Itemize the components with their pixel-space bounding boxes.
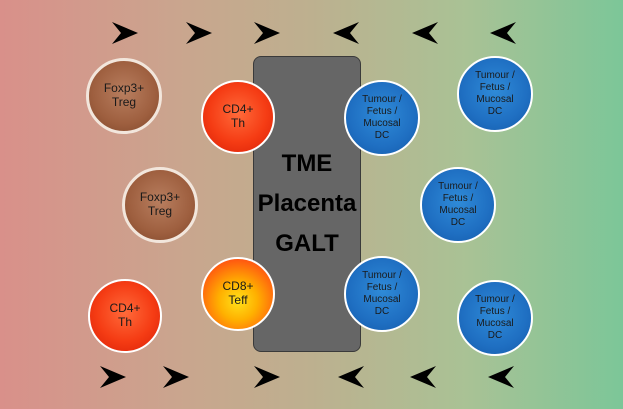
cell-label-line: Foxp3+ bbox=[139, 190, 181, 205]
cell-label-line: DC bbox=[450, 217, 466, 228]
arrow-left-icon bbox=[338, 366, 364, 388]
cell-label-line: Treg bbox=[111, 95, 137, 109]
cell-label-line: DC bbox=[487, 106, 503, 117]
cell-label-line: DC bbox=[374, 306, 390, 317]
dc-cell: Tumour / Fetus / Mucosal DC bbox=[457, 56, 533, 132]
dc-cell: Tumour / Fetus / Mucosal DC bbox=[344, 256, 420, 332]
th-cell: CD4+ Th bbox=[88, 279, 162, 353]
cell-label-line: Mucosal bbox=[363, 294, 401, 305]
cell-label-line: CD8+ bbox=[222, 279, 254, 294]
arrow-left-icon bbox=[488, 366, 514, 388]
cell-label-line: Foxp3+ bbox=[103, 81, 145, 96]
cell-label-line: Th bbox=[117, 315, 132, 329]
cell-label-line: Tumour / bbox=[475, 294, 515, 305]
treg-cell: Foxp3+ Treg bbox=[86, 58, 162, 134]
arrow-right-icon bbox=[112, 22, 138, 44]
cell-label-line: Fetus / bbox=[442, 193, 474, 204]
cell-label-line: DC bbox=[487, 330, 503, 341]
arrow-left-icon bbox=[412, 22, 438, 44]
organ-label-placenta: Placenta bbox=[257, 190, 357, 217]
arrow-left-icon bbox=[410, 366, 436, 388]
cell-label-line: Fetus / bbox=[366, 106, 398, 117]
cell-label-line: DC bbox=[374, 130, 390, 141]
cell-label-line: Fetus / bbox=[479, 82, 511, 93]
cell-label-line: Tumour / bbox=[362, 94, 402, 105]
arrow-right-icon bbox=[186, 22, 212, 44]
cell-label-line: Tumour / bbox=[362, 270, 402, 281]
cell-label-line: CD4+ bbox=[109, 301, 141, 316]
cell-label-line: CD4+ bbox=[222, 102, 254, 117]
cell-label-line: Treg bbox=[147, 204, 173, 218]
arrow-right-icon bbox=[100, 366, 126, 388]
cell-label-line: Mucosal bbox=[363, 118, 401, 129]
cell-label-line: Th bbox=[230, 116, 245, 130]
arrow-right-icon bbox=[254, 22, 280, 44]
cell-label-line: Mucosal bbox=[439, 205, 477, 216]
cell-label-line: Fetus / bbox=[366, 282, 398, 293]
dc-cell: Tumour / Fetus / Mucosal DC bbox=[420, 167, 496, 243]
arrow-left-icon bbox=[333, 22, 359, 44]
dc-cell: Tumour / Fetus / Mucosal DC bbox=[457, 280, 533, 356]
cell-label-line: Mucosal bbox=[476, 94, 514, 105]
cell-label-line: Mucosal bbox=[476, 318, 514, 329]
organ-label-galt: GALT bbox=[275, 230, 339, 257]
dc-cell: Tumour / Fetus / Mucosal DC bbox=[344, 80, 420, 156]
th-cell: CD4+ Th bbox=[201, 80, 275, 154]
arrow-left-icon bbox=[490, 22, 516, 44]
treg-cell: Foxp3+ Treg bbox=[122, 167, 198, 243]
cell-label-line: Tumour / bbox=[438, 181, 478, 192]
teff-cell: CD8+ Teff bbox=[201, 257, 275, 331]
organ-label-tme: TME bbox=[281, 150, 333, 177]
cell-label-line: Teff bbox=[228, 293, 248, 307]
cell-label-line: Tumour / bbox=[475, 70, 515, 81]
cell-label-line: Fetus / bbox=[479, 306, 511, 317]
arrow-right-icon bbox=[163, 366, 189, 388]
arrow-right-icon bbox=[254, 366, 280, 388]
